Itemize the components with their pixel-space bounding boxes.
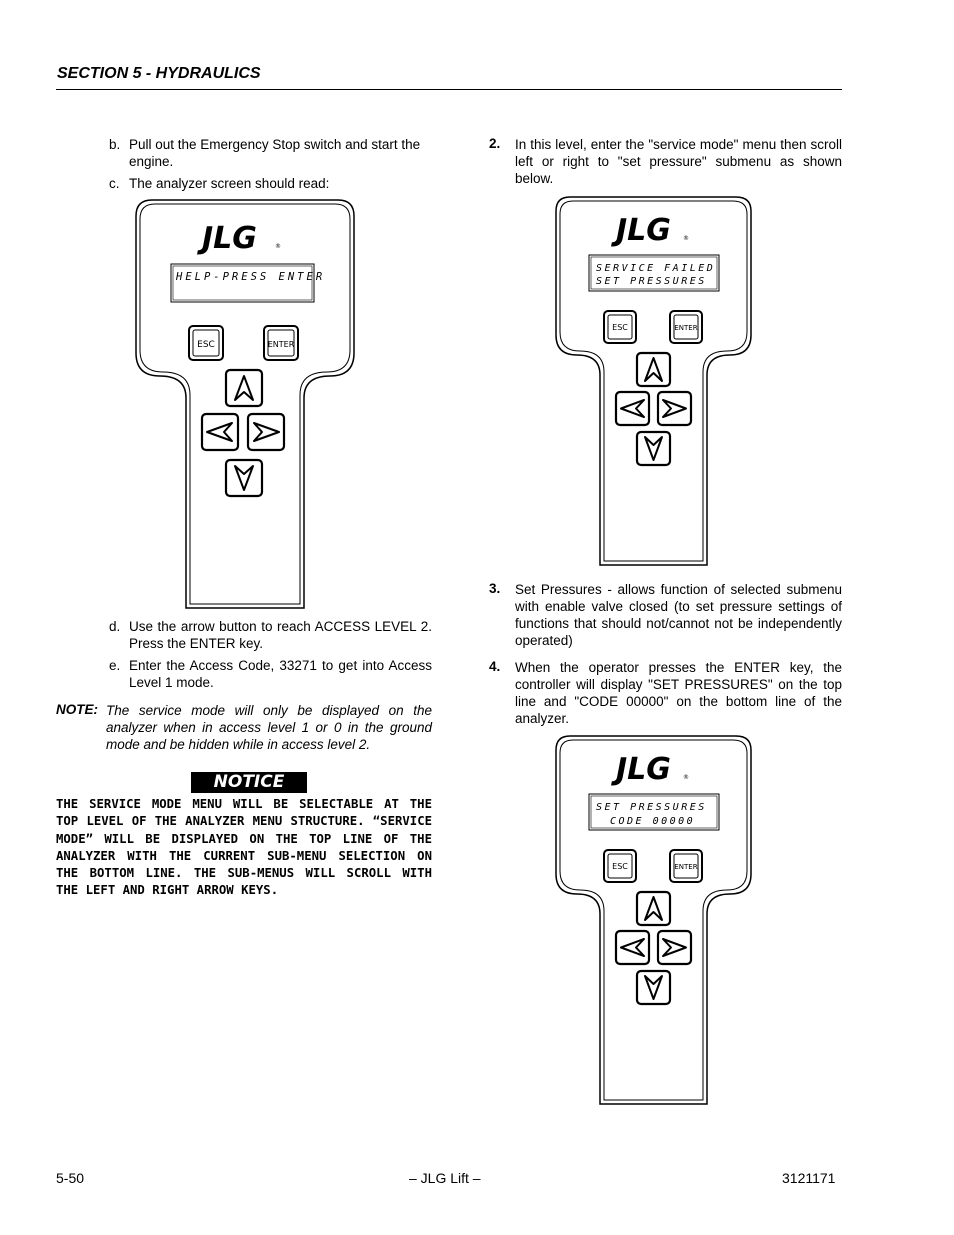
up-arrow-button[interactable] [635, 890, 672, 927]
left-arrow-icon [206, 422, 233, 442]
esc-button[interactable]: ESC [603, 849, 637, 883]
step-3-marker: 3. [489, 581, 501, 596]
step-4-text: When the operator presses the ENTER key,… [515, 660, 842, 726]
left-arrow-button[interactable] [200, 412, 240, 452]
step-e-text: Enter the Access Code, 33271 to get into… [129, 658, 432, 690]
right-arrow-button[interactable] [656, 390, 693, 427]
up-arrow-button[interactable] [635, 351, 672, 388]
step-d-text: Use the arrow button to reach ACCESS LEV… [129, 619, 432, 651]
jlg-logo-text: JLG [197, 221, 257, 256]
analyzer-device-3: JLG ® SET PRESSURES CODE 00000 ESC ENTER [555, 735, 752, 1105]
up-arrow-icon [644, 357, 663, 382]
lcd-screen [170, 263, 315, 303]
step-b-text: Pull out the Emergency Stop switch and s… [129, 137, 421, 169]
down-arrow-icon [644, 975, 663, 1000]
right-arrow-button[interactable] [246, 412, 286, 452]
jlg-logo-text: JLG [611, 213, 671, 248]
right-arrow-icon [662, 938, 687, 957]
lcd-screen [588, 793, 720, 831]
jlg-logo: JLG ® [611, 752, 689, 787]
analyzer-device-1: JLG ® HELP-PRESS ENTER ESC ENTER [135, 199, 355, 609]
step-2-text: In this level, enter the "service mode" … [515, 137, 842, 186]
down-arrow-icon [234, 465, 254, 491]
svg-text:®: ® [683, 235, 689, 242]
lcd-line-1: SERVICE FAILED [596, 263, 715, 274]
down-arrow-button[interactable] [635, 430, 672, 467]
lcd-line-1: HELP-PRESS ENTER [175, 271, 325, 283]
right-arrow-button[interactable] [656, 929, 693, 966]
doc-number: 3121171 [782, 1170, 836, 1186]
lcd-line-1: SET PRESSURES [596, 802, 707, 813]
enter-button[interactable]: ENTER [669, 310, 703, 344]
notice-text: THE SERVICE MODE MENU WILL BE SELECTABLE… [56, 797, 432, 898]
left-arrow-button[interactable] [614, 929, 651, 966]
esc-button[interactable]: ESC [188, 325, 224, 361]
right-arrow-icon [662, 399, 687, 418]
up-arrow-icon [644, 896, 663, 921]
step-d-marker: d. [109, 619, 121, 634]
jlg-logo: JLG ® [611, 213, 689, 248]
step-b-marker: b. [109, 137, 121, 152]
svg-text:®: ® [683, 774, 689, 781]
svg-text:®: ® [275, 243, 281, 250]
jlg-logo: JLG ® [197, 221, 281, 256]
down-arrow-button[interactable] [224, 458, 264, 498]
note-text: The service mode will only be displayed … [106, 703, 432, 752]
page-number: 5-50 [56, 1170, 85, 1186]
footer-center: – JLG Lift – [409, 1170, 481, 1186]
jlg-logo-text: JLG [611, 752, 671, 787]
esc-label: ESC [612, 323, 628, 332]
step-3-text: Set Pressures - allows function of selec… [515, 582, 842, 648]
right-arrow-icon [253, 422, 280, 442]
step-c-marker: c. [109, 176, 120, 191]
lcd-line-2: CODE 00000 [610, 816, 695, 827]
step-c-text: The analyzer screen should read: [129, 176, 330, 191]
esc-label: ESC [197, 340, 215, 350]
enter-button[interactable]: ENTER [669, 849, 703, 883]
header-divider [56, 89, 842, 90]
step-e-marker: e. [109, 658, 121, 673]
lcd-screen [588, 254, 720, 292]
left-arrow-button[interactable] [614, 390, 651, 427]
up-arrow-icon [234, 375, 254, 401]
esc-button[interactable]: ESC [603, 310, 637, 344]
section-title: SECTION 5 - HYDRAULICS [57, 65, 261, 82]
step-4-marker: 4. [489, 659, 501, 674]
lcd-line-2: SET PRESSURES [596, 276, 707, 287]
note-label: NOTE: [56, 702, 98, 717]
enter-label: ENTER [674, 324, 697, 332]
esc-label: ESC [612, 862, 628, 871]
step-2-marker: 2. [489, 136, 501, 151]
left-arrow-icon [620, 399, 645, 418]
enter-label: ENTER [674, 863, 697, 871]
down-arrow-button[interactable] [635, 969, 672, 1006]
left-arrow-icon [620, 938, 645, 957]
notice-label: NOTICE [191, 772, 307, 793]
enter-button[interactable]: ENTER [263, 325, 299, 361]
up-arrow-button[interactable] [224, 368, 264, 408]
down-arrow-icon [644, 436, 663, 461]
analyzer-device-2: JLG ® SERVICE FAILED SET PRESSURES ESC E… [555, 196, 752, 566]
enter-label: ENTER [268, 340, 295, 349]
